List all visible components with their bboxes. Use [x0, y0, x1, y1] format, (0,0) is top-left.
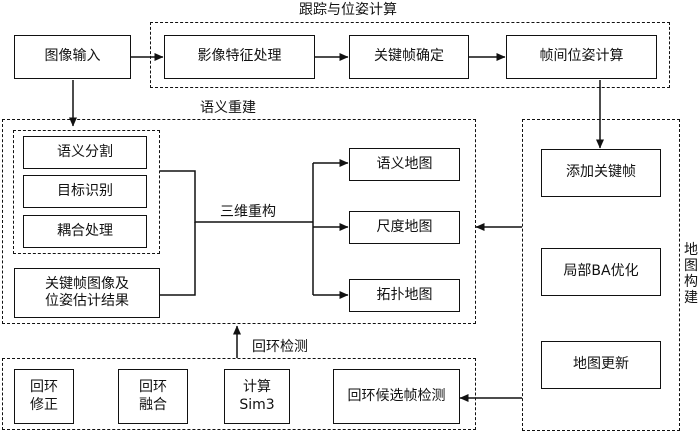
mapping-group-label: 地 图 构 建: [684, 242, 698, 306]
semantic-inner-group: [13, 130, 160, 254]
topology-map-box: 拓扑地图: [349, 279, 460, 312]
scale-map-box: 尺度地图: [349, 211, 460, 244]
3d-reconstruction-label: 三维重构: [220, 204, 276, 220]
keyframe-selection-box: 关键帧确定: [349, 35, 469, 79]
semantic-group-label: 语义重建: [200, 100, 256, 116]
image-input-box: 图像输入: [14, 35, 131, 79]
map-building-group: [522, 119, 680, 431]
loop-fusion-box: 回环 融合: [118, 369, 188, 424]
loop-group-label: 回环检测: [252, 339, 308, 355]
local-ba-box: 局部BA优化: [541, 248, 661, 296]
coupling-processing-box: 耦合处理: [23, 215, 147, 248]
loop-correction-box: 回环 修正: [14, 369, 74, 424]
semantic-reconstruction-group: [2, 119, 476, 324]
compute-sim3-box: 计算 Sim3: [224, 369, 290, 424]
tracking-group: [150, 22, 670, 88]
add-keyframe-box: 添加关键帧: [541, 149, 661, 197]
keyframe-results-box: 关键帧图像及 位姿估计结果: [14, 268, 160, 318]
semantic-map-box: 语义地图: [349, 148, 460, 181]
map-update-box: 地图更新: [541, 341, 661, 389]
line-results-to-recon: [160, 222, 196, 296]
line-seg-to-recon: [160, 170, 313, 223]
semantic-segmentation-box: 语义分割: [23, 136, 147, 169]
loop-candidate-detection-box: 回环候选帧检测: [333, 369, 460, 424]
loop-detection-group: [2, 358, 476, 430]
tracking-group-label: 跟踪与位姿计算: [299, 2, 397, 18]
feature-processing-box: 影像特征处理: [164, 35, 315, 79]
target-recognition-box: 目标识别: [23, 175, 147, 208]
inter-frame-pose-box: 帧间位姿计算: [506, 35, 657, 79]
